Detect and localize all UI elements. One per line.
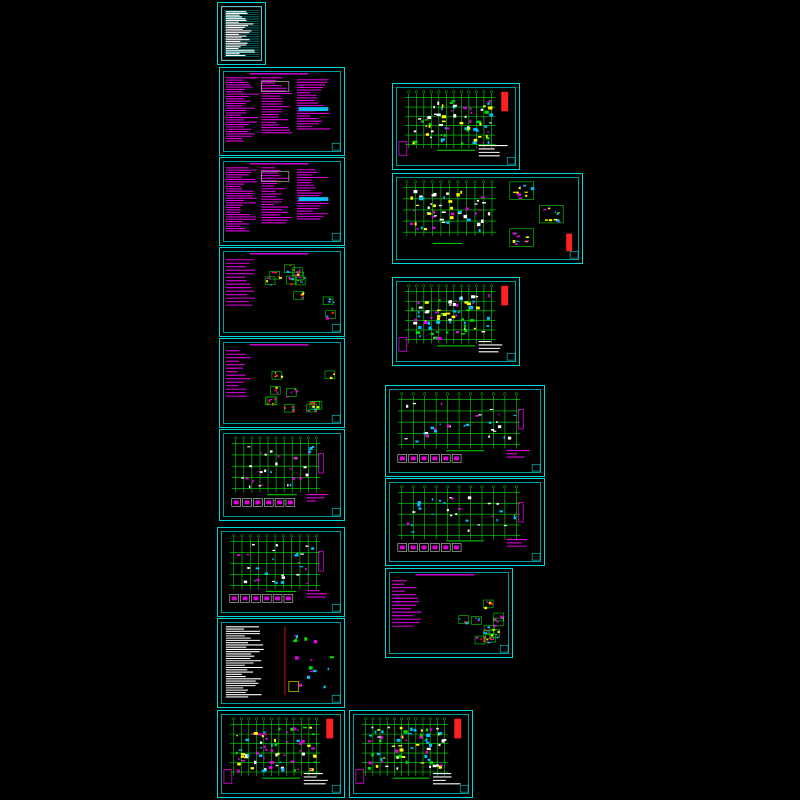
drawing-sheet-plan-right-4 — [385, 385, 545, 477]
sheet-drawing-content — [355, 717, 469, 793]
drawing-sheet-notes-2 — [219, 157, 345, 246]
sheet-inner-border — [223, 433, 341, 517]
drawing-sheet-plan-right-5 — [385, 478, 545, 566]
sheet-drawing-content — [397, 392, 541, 472]
sheet-inner-border — [223, 251, 341, 333]
sheet-inner-border — [223, 342, 341, 424]
drawing-sheet-plan-right-2 — [392, 173, 583, 264]
drawing-sheet-plan-right-1 — [392, 83, 520, 170]
sheet-inner-border — [389, 389, 541, 473]
drawing-sheet-plan-color-1 — [217, 710, 345, 798]
drawing-sheet-plan-color-2 — [349, 710, 473, 798]
drawing-sheet-plan-b — [217, 527, 345, 617]
sheet-drawing-content — [398, 90, 516, 165]
sheet-drawing-content — [225, 163, 341, 241]
sheet-inner-border — [396, 281, 516, 362]
sheet-inner-border — [221, 531, 341, 613]
sheet-drawing-content — [397, 485, 541, 561]
sheet-inner-border — [223, 161, 341, 242]
sheet-inner-border — [221, 6, 262, 61]
drawing-sheet-cover-index — [217, 2, 266, 65]
sheet-inner-border — [353, 714, 469, 794]
sheet-drawing-content — [231, 436, 341, 516]
sheet-drawing-content — [223, 717, 341, 793]
sheet-inner-border — [396, 177, 579, 260]
sheet-inner-border — [221, 622, 341, 704]
sheet-drawing-content — [402, 180, 579, 259]
drawing-sheet-details-1 — [219, 247, 345, 337]
drawing-sheet-notes-1 — [219, 67, 345, 156]
sheet-inner-border — [389, 482, 541, 562]
sheet-drawing-content — [398, 284, 516, 361]
sheet-drawing-content — [225, 73, 341, 151]
sheet-drawing-content — [225, 253, 341, 332]
drawing-sheet-plan-a — [219, 429, 345, 521]
sheet-inner-border — [396, 87, 516, 166]
sheet-drawing-content — [221, 6, 262, 61]
drawing-sheet-section-notes — [217, 618, 345, 708]
drawing-sheet-details-2 — [219, 338, 345, 428]
sheet-drawing-content — [225, 626, 341, 703]
sheet-drawing-content — [391, 574, 509, 653]
sheet-inner-border — [221, 714, 341, 794]
drawing-sheet-plan-right-3 — [392, 277, 520, 366]
drawing-sheet-stair-detail — [385, 568, 513, 658]
sheet-drawing-content — [229, 534, 341, 612]
sheet-drawing-content — [225, 344, 341, 423]
sheet-inner-border — [223, 71, 341, 152]
sheet-inner-border — [389, 572, 509, 654]
